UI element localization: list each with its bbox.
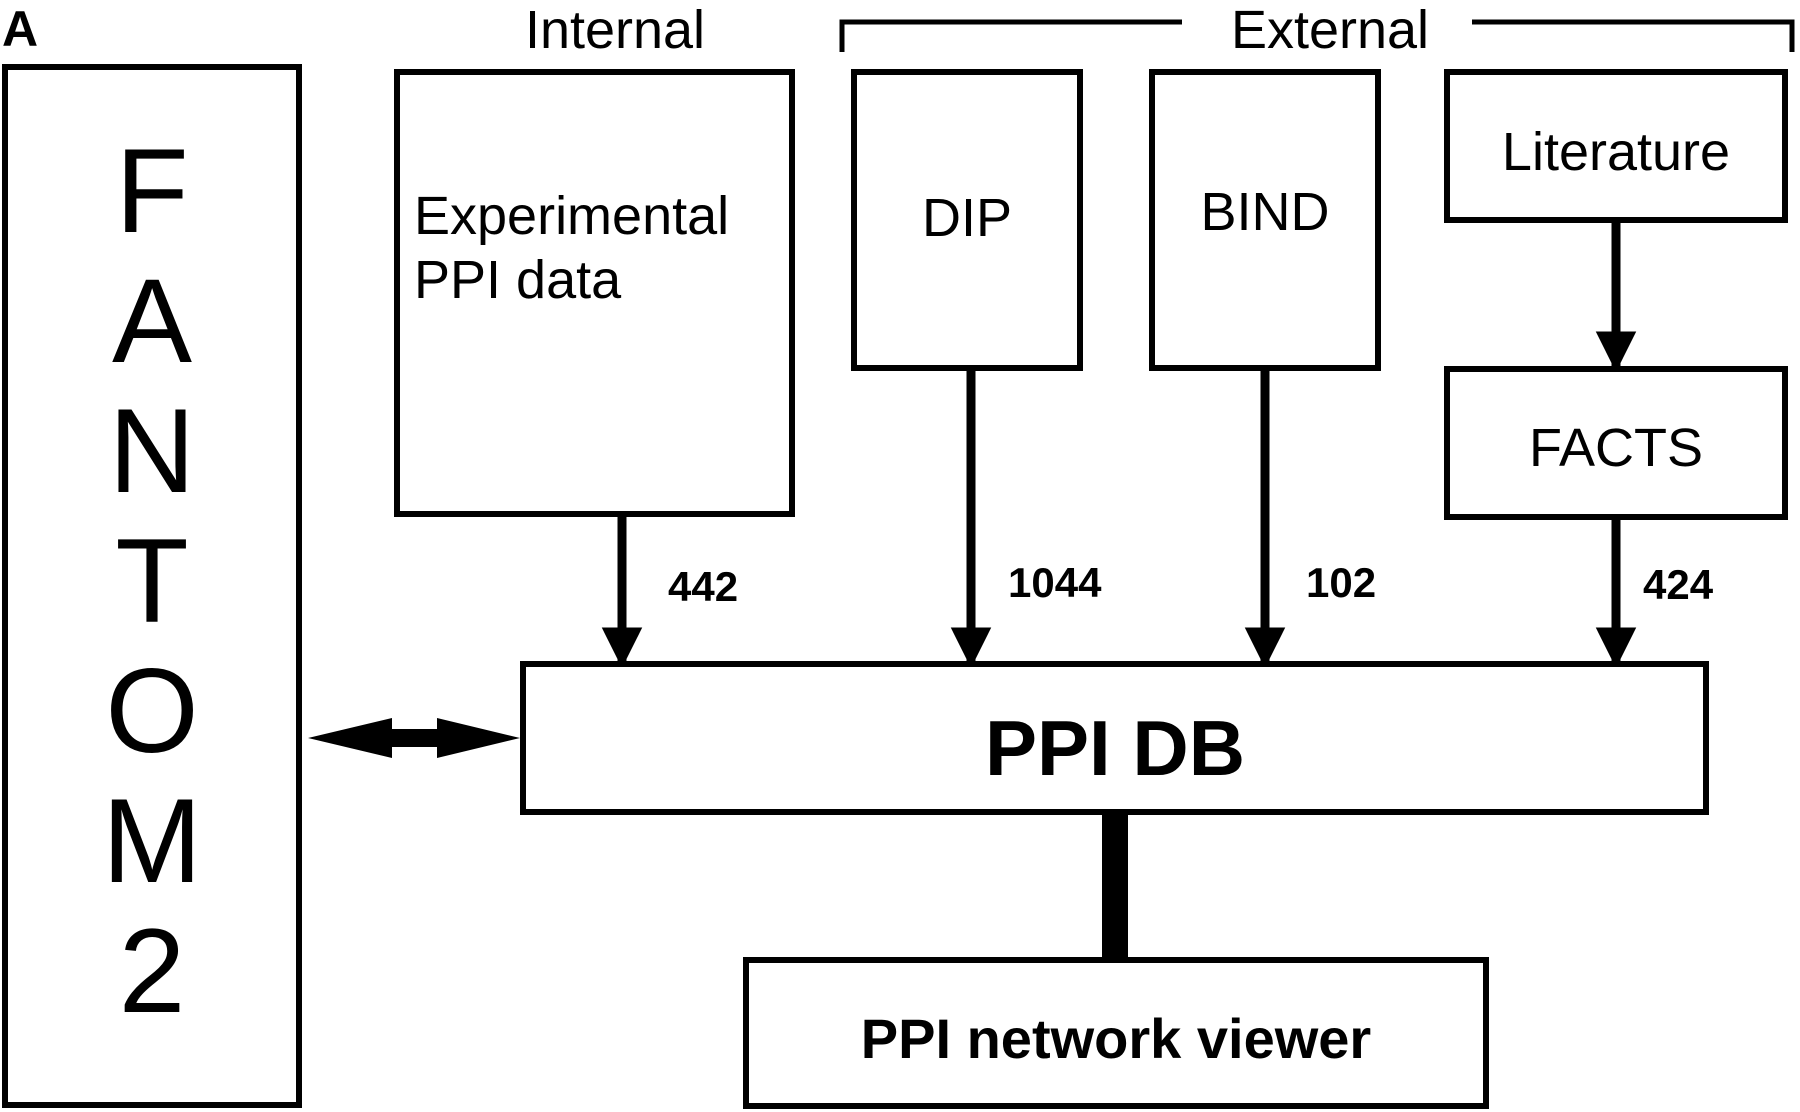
facts-count: 424 — [1643, 561, 1714, 608]
experimental-label-line1: Experimental — [414, 186, 729, 246]
fantom2-box — [2, 64, 302, 1108]
experimental-label-line2: PPI data — [414, 250, 622, 310]
fantom2-letter: M — [102, 774, 202, 908]
literature-box — [1444, 69, 1788, 223]
dip-box — [851, 69, 1083, 371]
ppi-network-viewer-label: PPI network viewer — [861, 1007, 1371, 1070]
panel-label: A — [2, 1, 38, 57]
fantom2-letter: T — [115, 514, 188, 648]
bind-count: 102 — [1306, 559, 1376, 606]
bind-box — [1149, 69, 1381, 371]
internal-group-label: Internal — [525, 0, 705, 60]
ppi-db-label: PPI DB — [985, 704, 1245, 792]
fantom2-letter: A — [112, 254, 192, 388]
fantom2-letter: 2 — [119, 904, 186, 1038]
dip-label: DIP — [922, 188, 1012, 248]
ppi-db-box — [520, 661, 1709, 815]
facts-box — [1444, 366, 1788, 520]
experimental-count: 442 — [668, 563, 738, 610]
fantom2-letter: N — [109, 384, 196, 518]
fantom-db-double-arrow — [308, 718, 520, 758]
bind-label: BIND — [1200, 182, 1329, 242]
facts-label: FACTS — [1529, 418, 1703, 478]
ppi-network-viewer-box — [743, 957, 1489, 1109]
experimental-ppi-box — [394, 69, 795, 517]
fantom2-letter: F — [115, 124, 188, 258]
external-bracket — [839, 19, 1795, 52]
fantom2-letter: O — [105, 644, 198, 778]
dip-count: 1044 — [1008, 559, 1102, 606]
fantom2-label: F A N T O M 2 — [102, 124, 202, 1038]
external-group-label: External — [1231, 0, 1429, 60]
literature-label: Literature — [1502, 122, 1730, 182]
